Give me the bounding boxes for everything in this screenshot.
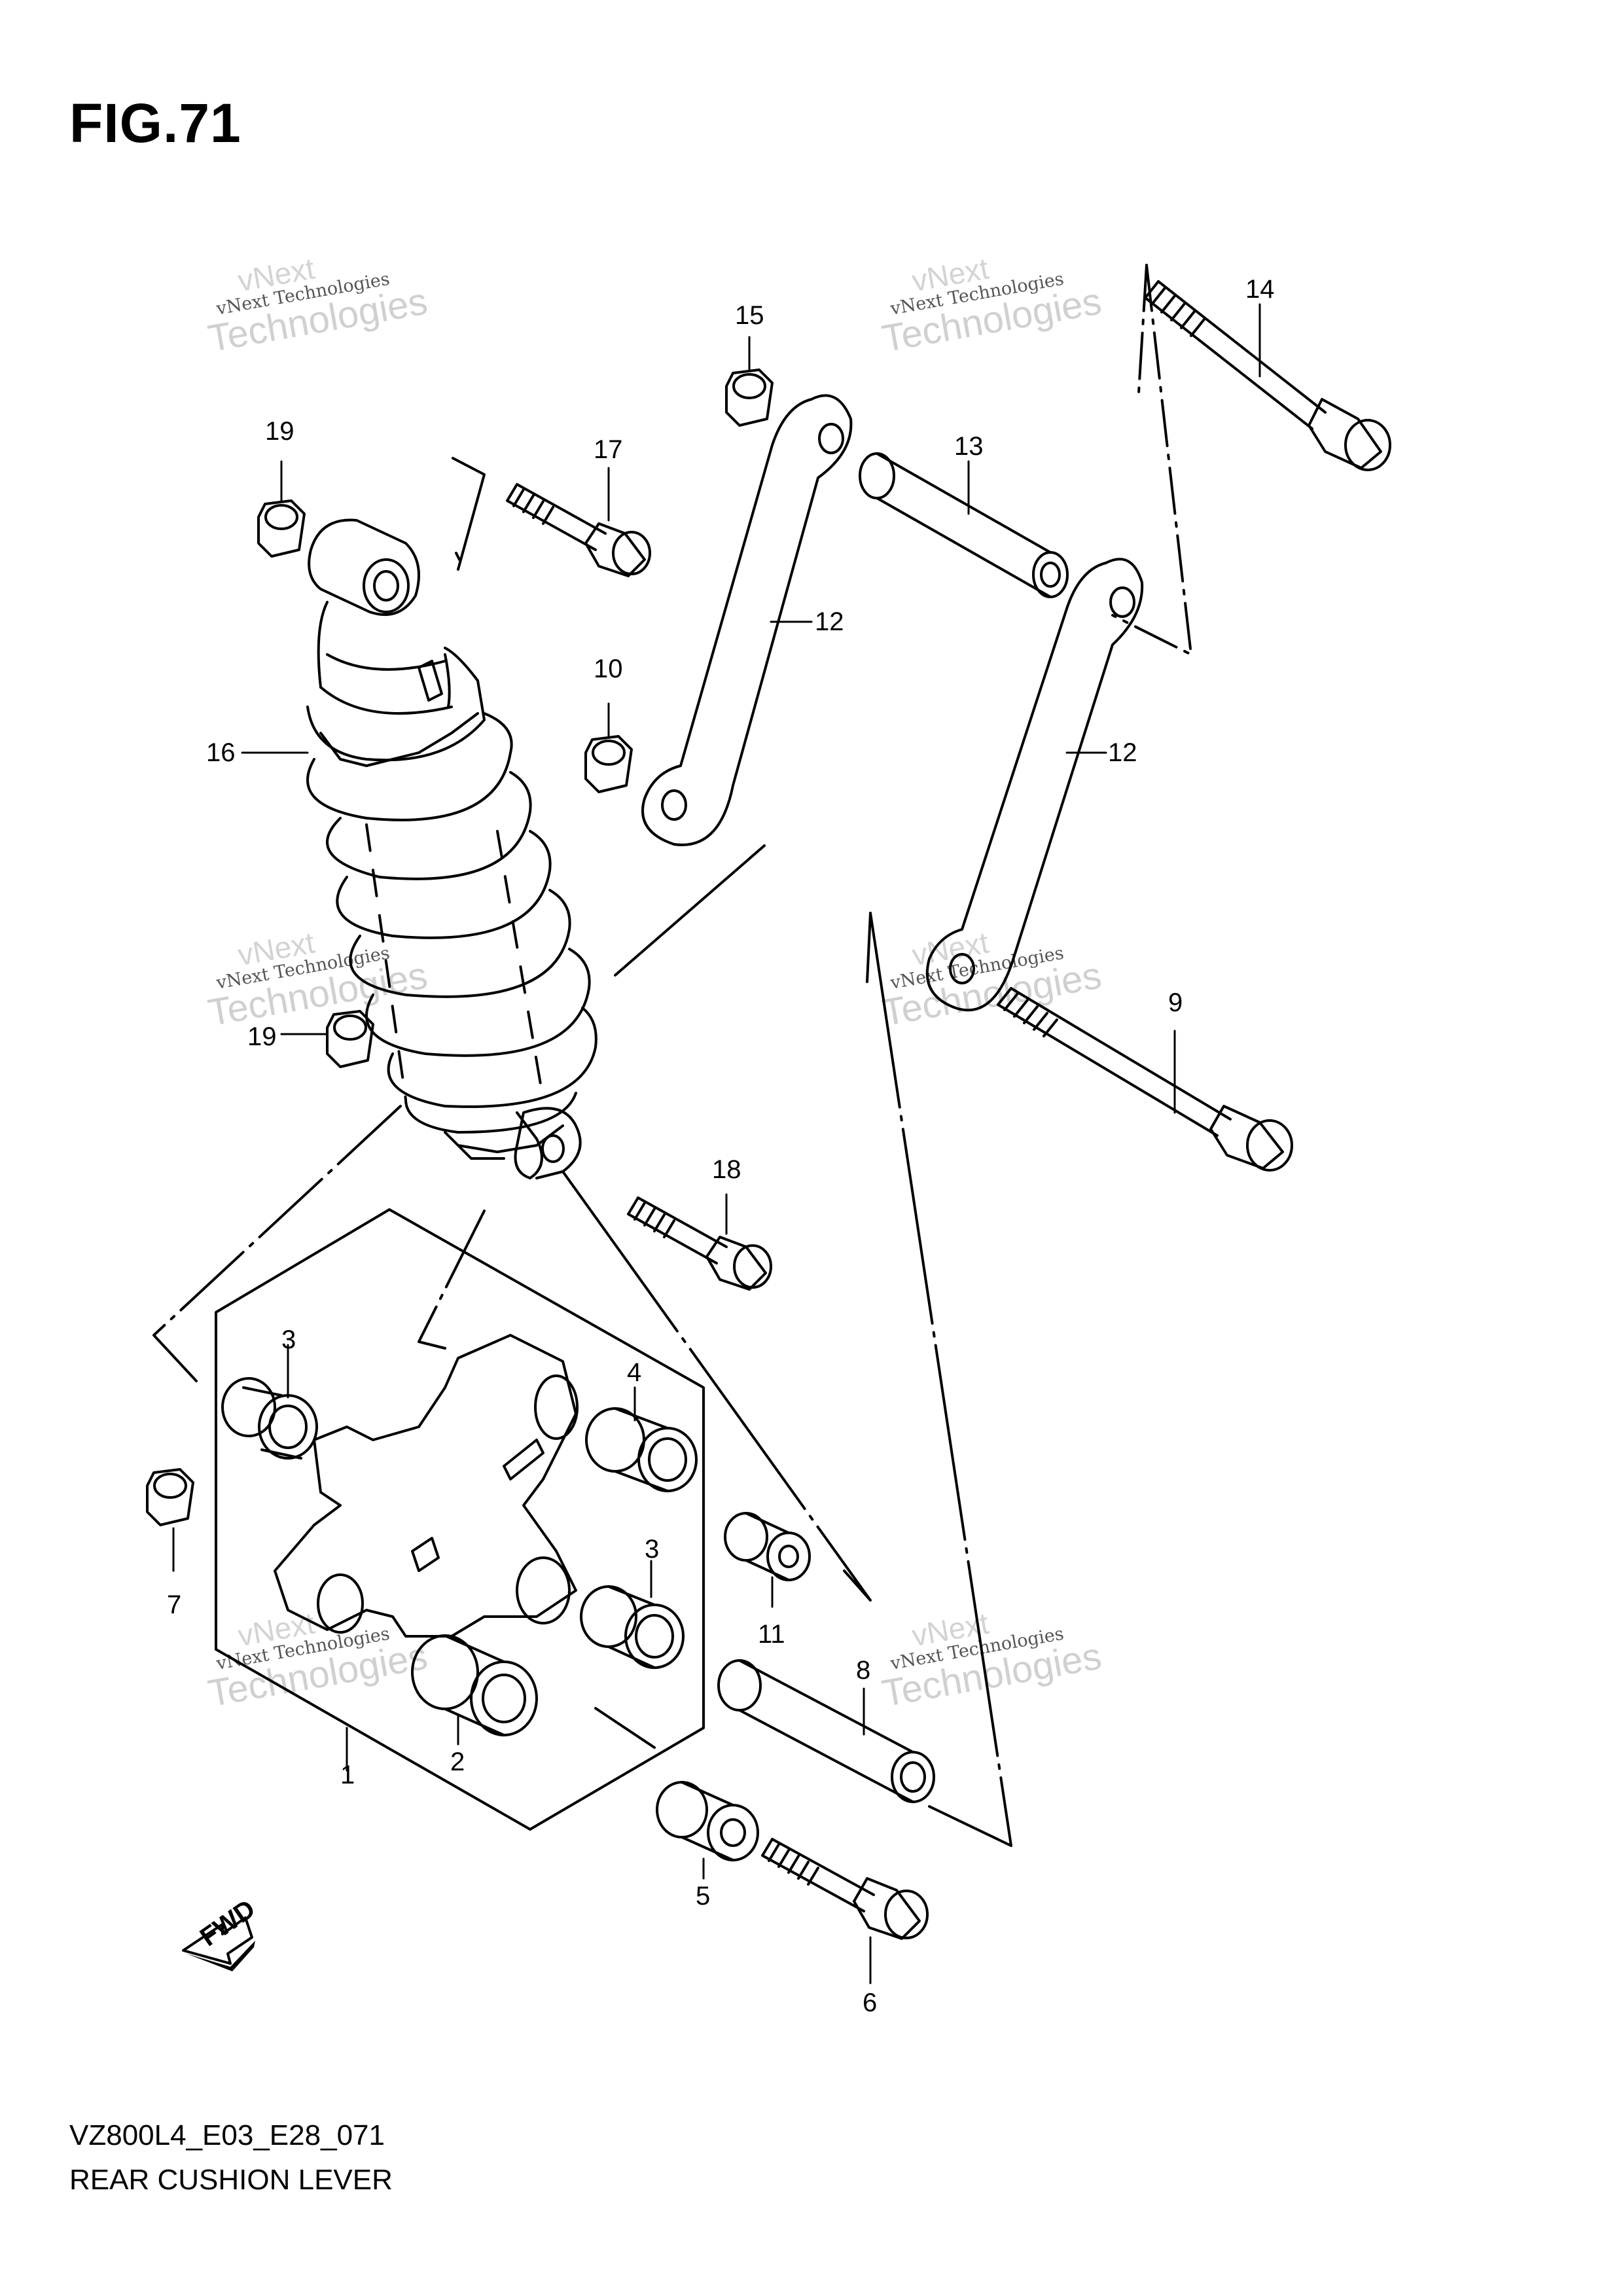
callout-19-middle: 19: [247, 1022, 277, 1051]
callout-18: 18: [712, 1155, 741, 1184]
callout-5: 5: [696, 1882, 710, 1910]
part-1-frame: [215, 1208, 705, 1831]
part-4-bushing: [585, 1407, 698, 1492]
callout-13: 13: [954, 432, 984, 461]
callout-12-left: 12: [815, 607, 844, 636]
callout-6: 6: [863, 1988, 877, 2017]
callout-4: 4: [627, 1358, 641, 1387]
part-14-bolt: [1144, 280, 1391, 471]
callout-15: 15: [735, 301, 764, 330]
part-17-bolt: [506, 483, 651, 577]
part-11-collar: [724, 1512, 811, 1581]
assembly-lines: [152, 264, 1192, 1847]
part-16-shock-absorber: [306, 518, 597, 1179]
callout-1: 1: [340, 1761, 355, 1789]
diagram-caption: REAR CUSHION LEVER: [69, 2164, 393, 2196]
part-12-tie-rod-left: [641, 394, 853, 846]
part-6-bolt: [761, 1838, 929, 1940]
part-15-nut: [725, 368, 774, 427]
callout-12-right: 12: [1108, 738, 1137, 767]
callout-3-bottom: 3: [645, 1535, 659, 1564]
callout-3-top: 3: [281, 1325, 296, 1354]
part-19-nut-top: [257, 499, 306, 558]
part-13-spacer: [859, 452, 1069, 598]
callout-2: 2: [450, 1748, 465, 1776]
callout-11: 11: [758, 1620, 785, 1649]
callout-16: 16: [206, 738, 236, 767]
part-18-bolt: [627, 1196, 772, 1291]
part-8-spacer: [717, 1659, 935, 1803]
callout-9: 9: [1168, 988, 1183, 1017]
part-3-bushing-top: [221, 1377, 318, 1460]
callout-8: 8: [856, 1656, 870, 1685]
callout-7: 7: [167, 1590, 181, 1619]
part-7-nut: [146, 1468, 194, 1526]
part-9-bolt: [997, 987, 1293, 1172]
callout-10: 10: [594, 655, 623, 683]
callout-numbers: 15 14 19 17 13 12 10 16 12 9 19 18 3 4 3…: [167, 275, 1275, 2017]
part-12-tie-rod-right: [925, 558, 1144, 1012]
figure-title: FIG.71: [69, 92, 241, 154]
part-2-bushing: [411, 1634, 538, 1736]
leader-lines: [172, 303, 1261, 1984]
part-3-bushing-bottom: [580, 1585, 685, 1669]
fwd-arrow: FWD: [182, 1894, 260, 1971]
diagram-code: VZ800L4_E03_E28_071: [69, 2119, 385, 2151]
part-5-collar: [656, 1781, 759, 1861]
part-19-nut-middle: [326, 1010, 374, 1068]
callout-14: 14: [1245, 275, 1275, 304]
part-1-cushion-lever: [274, 1334, 579, 1638]
callout-17: 17: [594, 435, 623, 464]
callout-19-top: 19: [265, 417, 294, 446]
part-10-nut: [584, 735, 633, 793]
